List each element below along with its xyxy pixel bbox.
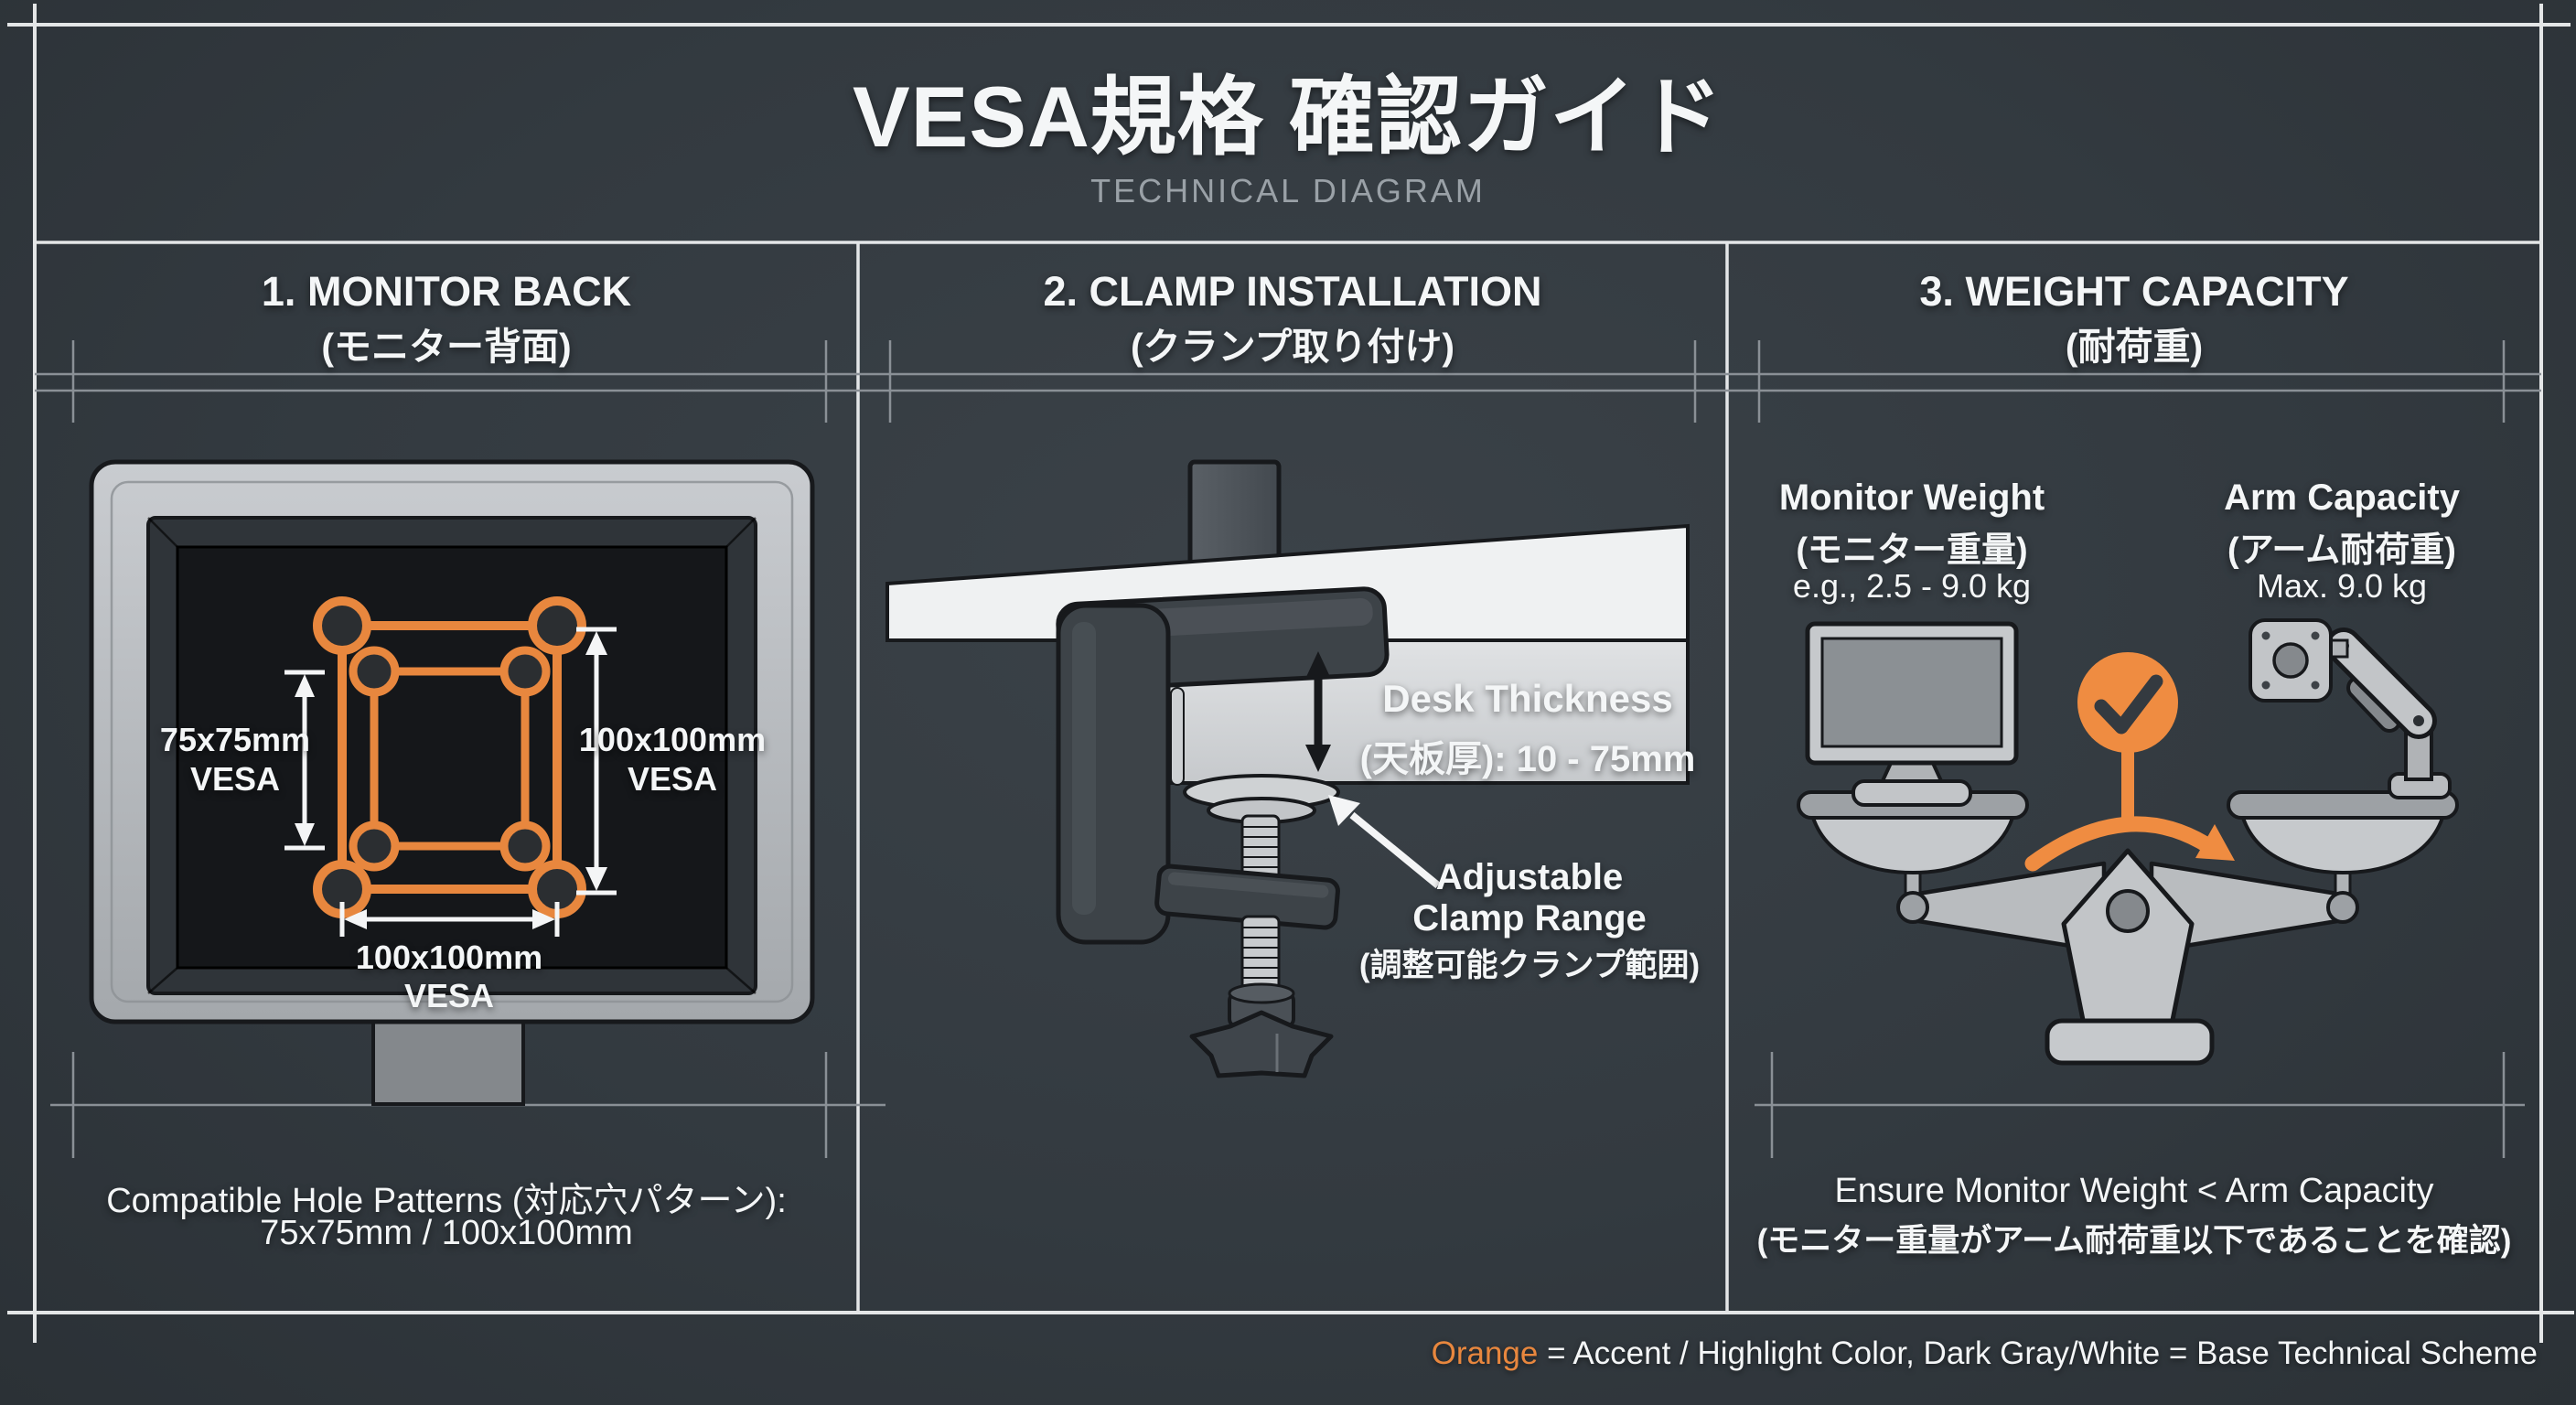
arm-capacity-label: Arm Capacity bbox=[2224, 477, 2460, 518]
monitor-weight-label-jp: (モニター重量) bbox=[1796, 531, 2028, 570]
vesa-pattern-75 bbox=[349, 646, 551, 872]
monitor-weight-value: e.g., 2.5 - 9.0 kg bbox=[1792, 567, 2032, 605]
color-legend: Orange = Accent / Highlight Color, Dark … bbox=[1432, 1335, 2538, 1372]
panel3-caption-line2: (モニター重量がアーム耐荷重以下であることを確認) bbox=[1756, 1223, 2512, 1259]
clamp-screw-upper bbox=[1240, 814, 1281, 882]
clamp-knob bbox=[1189, 1010, 1334, 1078]
clamp-illustration bbox=[886, 459, 1690, 1078]
desk-thickness-arrow bbox=[1305, 651, 1331, 772]
pan-right bbox=[2240, 816, 2445, 875]
balance-scale-illustration bbox=[1797, 618, 2459, 1066]
clamp-screw-lower bbox=[1189, 915, 1334, 1078]
dimension-arrow-right bbox=[576, 627, 617, 896]
panel2-title: 2. CLAMP INSTALLATION bbox=[1043, 268, 1542, 315]
panel2-title-jp: (クランプ取り付け) bbox=[1130, 326, 1455, 368]
small-monitor bbox=[1805, 621, 2019, 807]
check-icon bbox=[2077, 652, 2178, 820]
panel1-title-jp: (モニター背面) bbox=[321, 326, 572, 368]
monitor-weight-label: Monitor Weight bbox=[1778, 477, 2045, 518]
dim-label-100b-vesa: VESA bbox=[403, 977, 495, 1014]
legend-accent-word: Orange bbox=[1431, 1335, 1539, 1371]
dim-label-100b: 100x100mm bbox=[355, 938, 543, 976]
dimension-arrow-bottom bbox=[339, 902, 560, 937]
desk-thickness-value: (天板厚): 10 - 75mm bbox=[1359, 739, 1696, 779]
legend-text: = Accent / Highlight Color, Dark Gray/Wh… bbox=[1538, 1335, 2538, 1371]
panel3-title: 3. WEIGHT CAPACITY bbox=[1919, 268, 2349, 315]
panel1-title: 1. MONITOR BACK bbox=[261, 268, 632, 315]
arm-capacity-value: Max. 9.0 kg bbox=[2256, 567, 2428, 605]
page-title: VESA規格 確認ガイド bbox=[852, 69, 1724, 165]
panel1-caption-line2: 75x75mm / 100x100mm bbox=[260, 1214, 633, 1252]
arm-capacity-label-jp: (アーム耐荷重) bbox=[2227, 531, 2456, 570]
desk-thickness-label: Desk Thickness bbox=[1382, 677, 1673, 720]
monitor-arm bbox=[2249, 618, 2452, 799]
pointer-arrow bbox=[1328, 795, 1441, 889]
panel3-caption-line1: Ensure Monitor Weight < Arm Capacity bbox=[1834, 1172, 2434, 1210]
dim-label-100r-vesa: VESA bbox=[627, 760, 718, 798]
dim-label-100r: 100x100mm bbox=[578, 721, 767, 758]
monitor-stand bbox=[371, 1020, 525, 1106]
panel1-caption-line1: Compatible Hole Patterns (対応穴パターン): bbox=[106, 1182, 787, 1220]
vesa-pattern-100 bbox=[313, 596, 586, 918]
construction-lines bbox=[35, 340, 2541, 1158]
dimension-arrow-left bbox=[284, 670, 325, 851]
monitor-back-illustration bbox=[89, 459, 815, 1106]
clamp-range-label-2: Clamp Range bbox=[1412, 898, 1647, 938]
monitor-screen bbox=[176, 545, 728, 970]
dim-label-75: 75x75mm bbox=[159, 721, 311, 758]
blueprint-frame bbox=[7, 4, 2574, 1343]
page-subtitle: TECHNICAL DIAGRAM bbox=[1090, 172, 1486, 209]
clamp-range-label-jp: (調整可能クランプ範囲) bbox=[1358, 948, 1701, 983]
dim-label-75-vesa: VESA bbox=[189, 760, 281, 798]
panel3-title-jp: (耐荷重) bbox=[2065, 326, 2204, 368]
clamp-range-label-1: Adjustable bbox=[1435, 857, 1624, 897]
swap-arrow bbox=[2024, 816, 2235, 872]
scale-base bbox=[2045, 1018, 2215, 1066]
pan-left bbox=[1810, 816, 2015, 875]
